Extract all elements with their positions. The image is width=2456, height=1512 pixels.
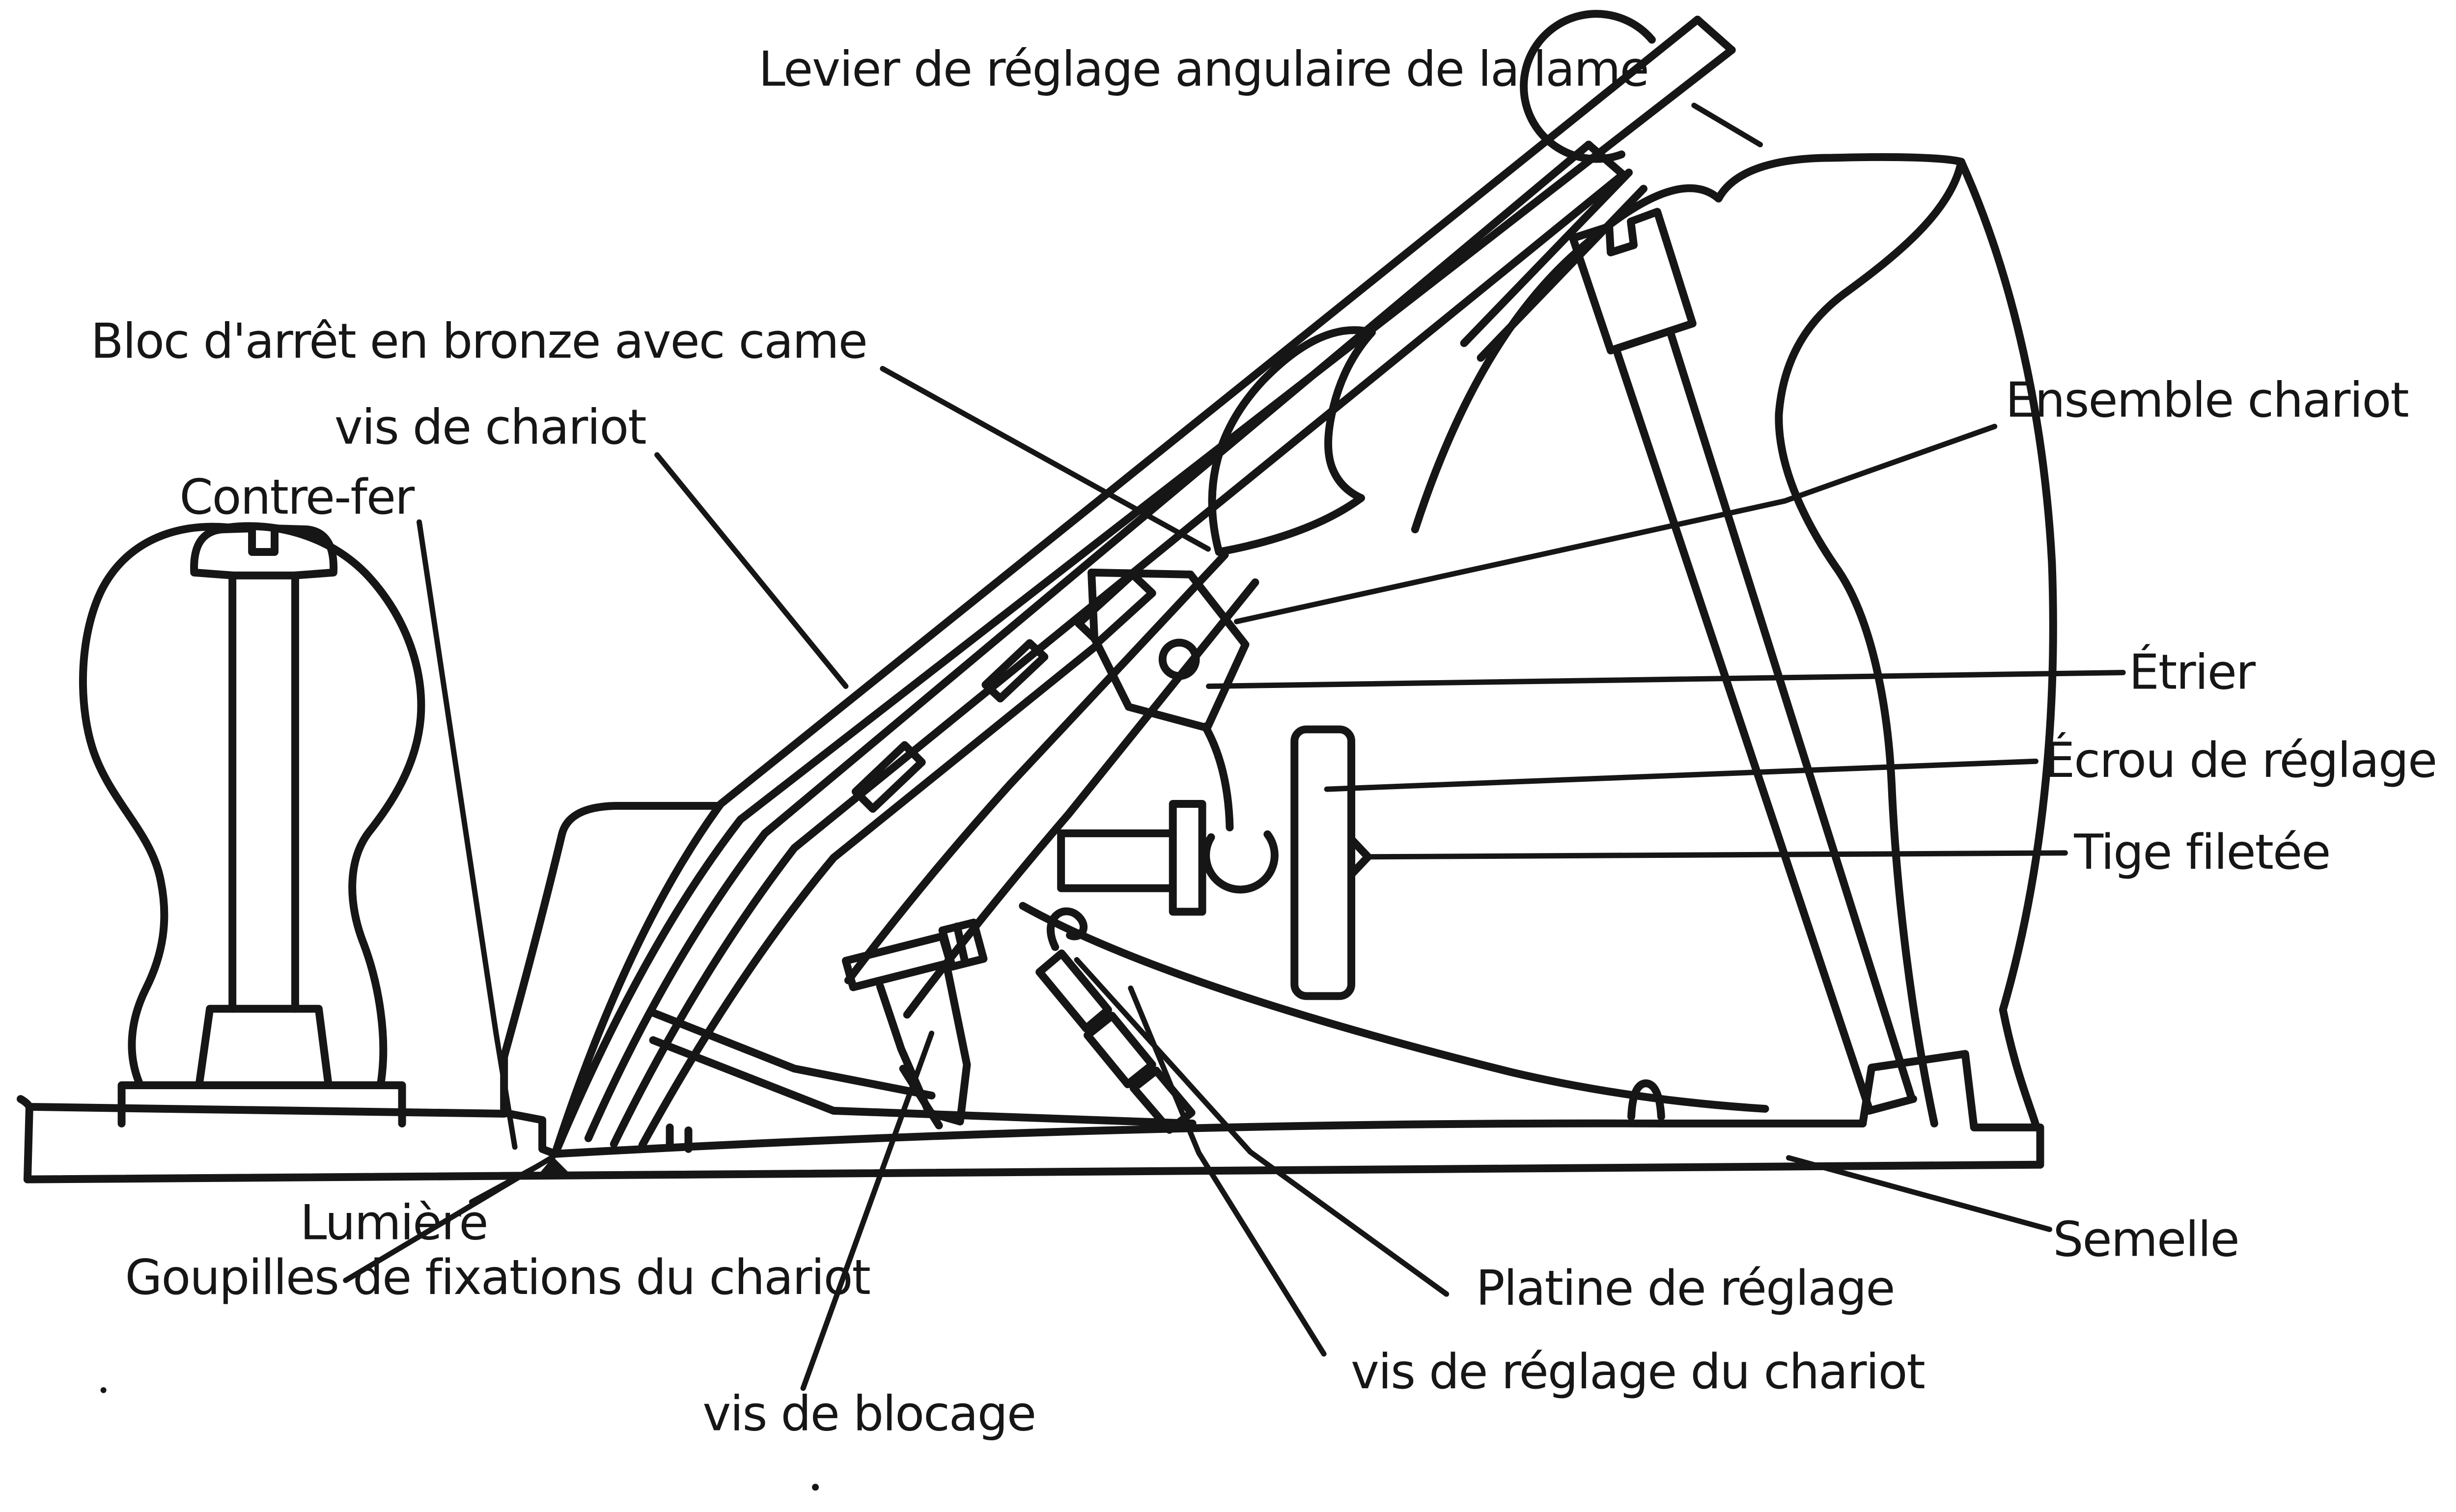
handle-screw-rod [1613, 330, 1915, 1113]
handle-screw-rod-end [1865, 1095, 1917, 1115]
knob-boss [195, 1005, 333, 1089]
label-vis-blocage: vis de blocage [702, 1386, 1035, 1442]
adjust-plate-block-1 [1035, 949, 1112, 1033]
leader-goupilles [343, 1154, 556, 1283]
leader-bloc-arret [880, 366, 1211, 552]
ink-speck-1 [812, 1484, 819, 1491]
leader-etrier [1206, 670, 2126, 689]
frog-edge [638, 642, 1100, 1149]
blade-back-edge [551, 46, 1736, 1158]
lever-cap-cam [1208, 326, 1376, 556]
label-lumiere: Lumière [300, 1195, 488, 1251]
carriage-pins [666, 1123, 693, 1153]
blade-top-end [1693, 15, 1736, 54]
label-ecrou-reglage: Écrou de réglage [2044, 732, 2436, 789]
plane-drawing [16, 10, 2057, 1491]
leader-platine-reglage [1074, 957, 1450, 1297]
leader-ecrou-reglage [1324, 758, 2039, 792]
leader-tige-filetee [1363, 850, 2068, 860]
label-tige-filetee: Tige filetée [2073, 825, 2330, 880]
leader-ensemble-chariot [1233, 423, 1998, 625]
label-semelle: Semelle [2053, 1211, 2238, 1267]
body-cheek-top [1411, 184, 1723, 534]
blade-front-edge [551, 15, 1702, 1158]
knob-screw-shaft [228, 571, 299, 1013]
tote-front-outline [1775, 158, 1965, 1127]
part-labels: Levier de réglage angulaire de la lame B… [91, 42, 2438, 1442]
carriage-top-edge [649, 1009, 936, 1100]
label-bloc-arret: Bloc d'arrêt en bronze avec came [91, 314, 867, 370]
leader-levier [1691, 103, 1763, 147]
adjust-plate-block-3 [1129, 1067, 1196, 1134]
locking-screw-bracket [876, 960, 971, 1126]
ink-speck-2 [100, 1387, 107, 1393]
leader-contre-fer [416, 519, 518, 1150]
sole-front-tip [23, 1102, 33, 1183]
blade-slot [981, 639, 1049, 703]
locking-screw-head [938, 918, 988, 971]
sole-bottom-edge [23, 1160, 2044, 1183]
leader-vis-reglage-chariot [1128, 985, 1327, 1357]
label-vis-reglage-chariot: vis de réglage du chariot [1351, 1344, 1925, 1400]
label-etrier: Étrier [2129, 644, 2256, 700]
adjust-plate-block-2 [1084, 1012, 1156, 1089]
carriage-bottom-edge [649, 1036, 1197, 1127]
leader-lines [343, 103, 2126, 1391]
knob-screw-head [190, 524, 338, 579]
cap-iron-screw [851, 741, 926, 813]
casting-hump [500, 802, 721, 1061]
adjusting-wheel [1290, 725, 1356, 1000]
sole-top-edge [16, 1095, 508, 1118]
label-goupilles: Goupilles de fixations du chariot [125, 1250, 870, 1306]
knob-base-plate [117, 1081, 406, 1127]
front-knob [79, 522, 425, 1089]
label-levier: Levier de réglage angulaire de la lame [758, 42, 1648, 98]
rod-collar [1169, 800, 1206, 916]
tote-rear-outline [1714, 153, 2057, 1129]
leader-vis-chariot [654, 452, 849, 689]
lever-cap-inner-edge [903, 578, 1259, 1019]
cap-iron-front-edge [584, 140, 1593, 1142]
label-ensemble-chariot: Ensemble chariot [2006, 372, 2409, 428]
arrowhead [534, 1156, 569, 1180]
label-contre-fer: Contre-fer [179, 469, 415, 525]
adjust-plate-hook [1046, 907, 1088, 951]
sole-top-rear [551, 1119, 1867, 1158]
leader-vis-blocage [800, 1030, 935, 1391]
y-lever-hole [1158, 638, 1200, 680]
lateral-lever-shaft [1460, 168, 1647, 362]
label-platine-reglage: Platine de réglage [1476, 1261, 1895, 1317]
sole-rear-foot [1859, 1050, 2044, 1169]
label-vis-chariot: vis de chariot [335, 399, 646, 455]
lateral-lever-curl [1520, 10, 1656, 163]
handle-screw-nut [1569, 208, 1697, 355]
body-cheek-bottom [1019, 902, 1769, 1113]
cap-iron-back-edge [610, 170, 1627, 1148]
threaded-rod [1057, 829, 1177, 892]
yoke-ring [1202, 830, 1279, 894]
locking-screw-tip [899, 1065, 943, 1129]
leader-semelle [1786, 1155, 2052, 1232]
y-lever-arm [1201, 722, 1234, 831]
